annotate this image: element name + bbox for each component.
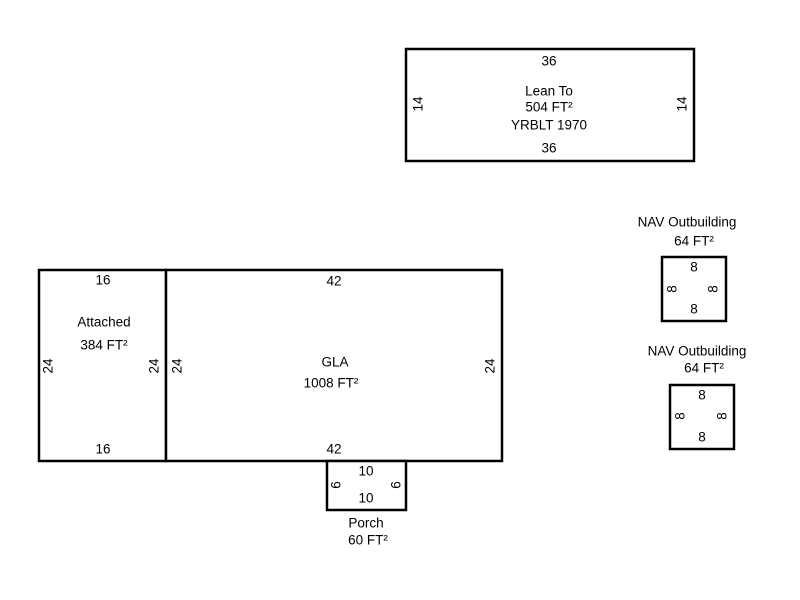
attached-outline	[37, 268, 168, 463]
porch-outline	[325, 459, 408, 512]
outbuilding-1-left-dimension: 8	[665, 285, 680, 293]
outbuilding-1-label: NAV Outbuilding	[638, 215, 737, 230]
outbuilding-1-size: 64 FT²	[674, 234, 714, 249]
gla-area[interactable]: 42 GLA 1008 FT² 42 24 24	[164, 268, 504, 463]
lean-to-left-dimension: 14	[411, 96, 426, 112]
lean-to-outline	[404, 47, 696, 163]
outbuilding-2-left-dimension: 8	[673, 412, 688, 420]
outbuilding-1-right-dimension: 8	[706, 285, 721, 293]
outbuilding-2-area[interactable]: NAV Outbuilding 64 FT² 8 8 8 8	[648, 344, 747, 451]
outbuilding-1-top-dimension: 8	[690, 260, 698, 275]
attached-bottom-dimension: 16	[95, 442, 110, 457]
gla-outline	[164, 268, 504, 463]
attached-top-dimension: 16	[95, 273, 110, 288]
attached-size: 384 FT²	[80, 338, 128, 353]
porch-right-dimension: 6	[389, 481, 404, 489]
lean-to-label: Lean To	[525, 84, 573, 99]
outbuilding-2-bottom-dimension: 8	[698, 430, 706, 445]
attached-right-dimension: 24	[147, 358, 162, 374]
outbuilding-1-bottom-dimension: 8	[690, 302, 698, 317]
attached-area[interactable]: 16 Attached 384 FT² 16 24 24	[37, 268, 168, 463]
attached-left-dimension: 24	[41, 358, 56, 374]
porch-top-dimension: 10	[358, 464, 373, 479]
lean-to-right-dimension: 14	[675, 96, 690, 112]
porch-left-dimension: 6	[329, 481, 344, 489]
lean-to-size: 504 FT²	[525, 100, 573, 115]
gla-left-dimension: 24	[170, 358, 185, 374]
outbuilding-2-label: NAV Outbuilding	[648, 344, 747, 359]
outbuilding-1-area[interactable]: NAV Outbuilding 64 FT² 8 8 8 8	[638, 215, 737, 323]
attached-label: Attached	[77, 315, 130, 330]
outbuilding-2-right-dimension: 8	[715, 412, 730, 420]
lean-to-top-dimension: 36	[541, 54, 556, 69]
porch-bottom-dimension: 10	[358, 491, 373, 506]
lean-to-year-built: YRBLT 1970	[511, 118, 587, 133]
outbuilding-2-top-dimension: 8	[698, 388, 706, 403]
outbuilding-1-outline	[660, 255, 728, 323]
gla-size: 1008 FT²	[304, 376, 359, 391]
gla-label: GLA	[321, 355, 348, 370]
porch-size: 60 FT²	[348, 533, 388, 548]
lean-to-bottom-dimension: 36	[541, 141, 556, 156]
porch-area[interactable]: 10 10 6 6 Porch 60 FT²	[325, 459, 408, 548]
gla-top-dimension: 42	[326, 274, 341, 289]
gla-bottom-dimension: 42	[326, 442, 341, 457]
outbuilding-2-outline	[668, 383, 736, 451]
porch-label: Porch	[348, 516, 383, 531]
lean-to-area[interactable]: 36 Lean To 504 FT² YRBLT 1970 36 14 14	[404, 47, 696, 163]
outbuilding-2-size: 64 FT²	[684, 361, 724, 376]
gla-right-dimension: 24	[483, 358, 498, 374]
